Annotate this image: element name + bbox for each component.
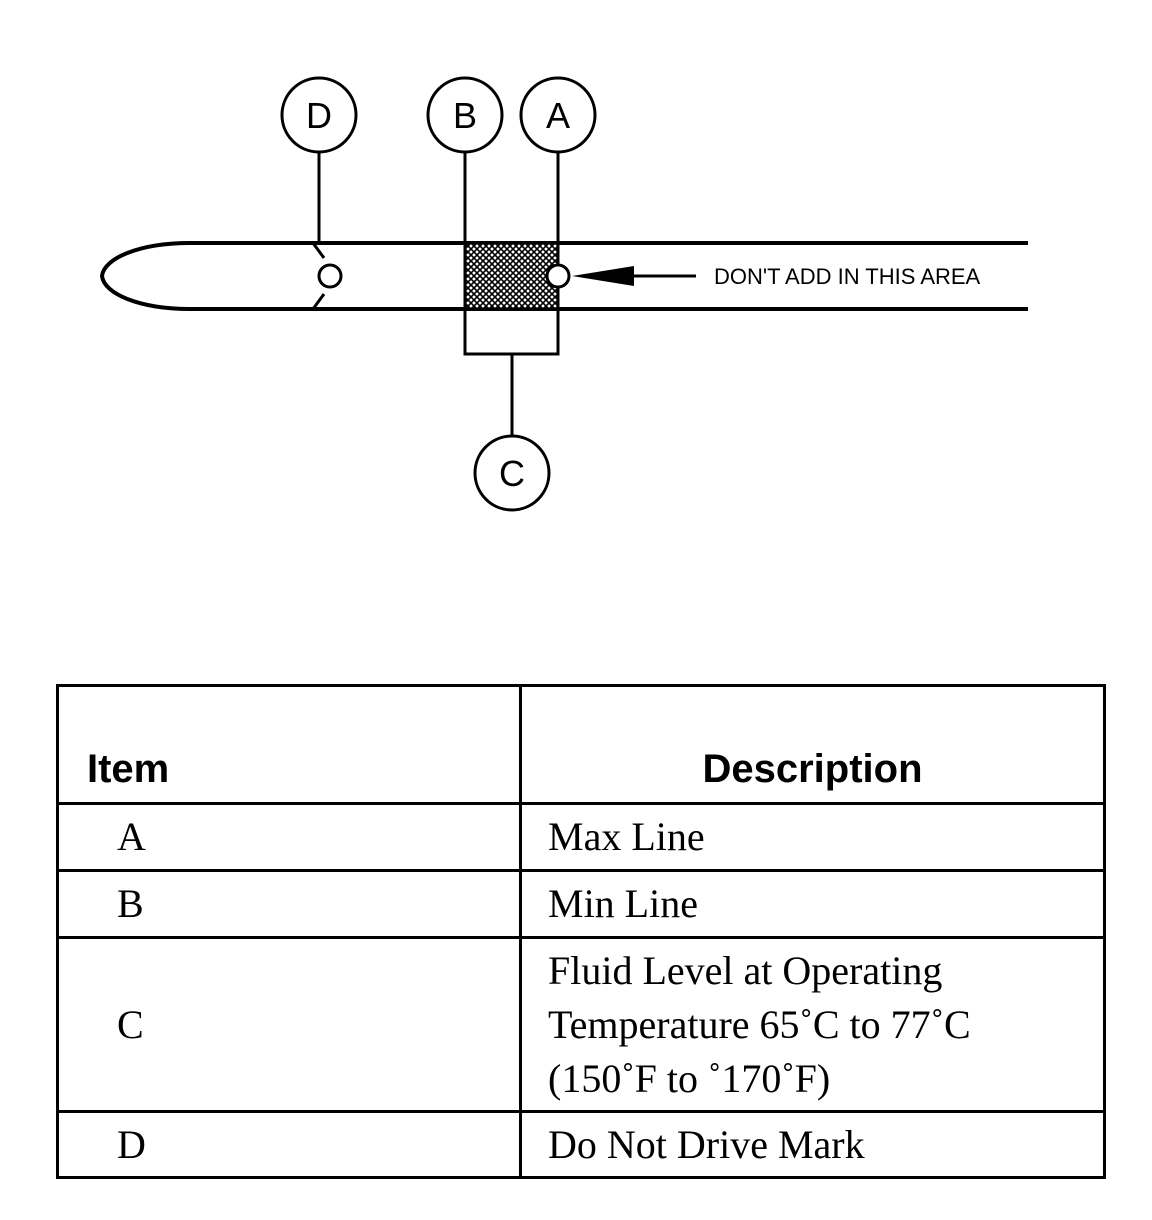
row-item: B xyxy=(56,869,522,939)
callout-c-label: C xyxy=(499,453,525,494)
table-row: B Min Line xyxy=(56,869,1106,939)
row-item: C xyxy=(56,936,522,1113)
row-item: A xyxy=(56,802,522,872)
row-description: Do Not Drive Mark xyxy=(519,1110,1106,1179)
dipstick-diagram: DON'T ADD IN THIS AREA D B A C xyxy=(99,76,1028,512)
callout-d: D xyxy=(280,76,358,243)
callout-a: A xyxy=(519,76,597,265)
table-row: C Fluid Level at Operating Temperature 6… xyxy=(56,936,1106,1113)
callout-c: C xyxy=(463,309,560,512)
max-line-mark xyxy=(545,263,571,289)
callout-b-label: B xyxy=(453,95,477,136)
table-row: D Do Not Drive Mark xyxy=(56,1110,1106,1179)
row-item: D xyxy=(56,1110,522,1179)
callout-d-label: D xyxy=(306,95,332,136)
dipstick-blade xyxy=(99,241,1028,311)
row-description: Min Line xyxy=(519,869,1106,939)
legend-table: Item Description A Max Line B Min Line C… xyxy=(56,684,1106,1179)
do-not-drive-notch xyxy=(311,242,343,310)
arrow-left-icon xyxy=(572,266,696,286)
operating-range-hatch xyxy=(463,241,560,311)
row-description: Fluid Level at Operating Temperature 65˚… xyxy=(519,936,1106,1113)
table-row: A Max Line xyxy=(56,802,1106,872)
header-description: Description xyxy=(519,684,1106,805)
callout-a-label: A xyxy=(546,95,570,136)
row-description: Max Line xyxy=(519,802,1106,872)
warning-label: DON'T ADD IN THIS AREA xyxy=(714,264,981,289)
callout-b: B xyxy=(426,76,504,243)
legend-header-row: Item Description xyxy=(56,684,1106,805)
header-item: Item xyxy=(56,684,522,805)
